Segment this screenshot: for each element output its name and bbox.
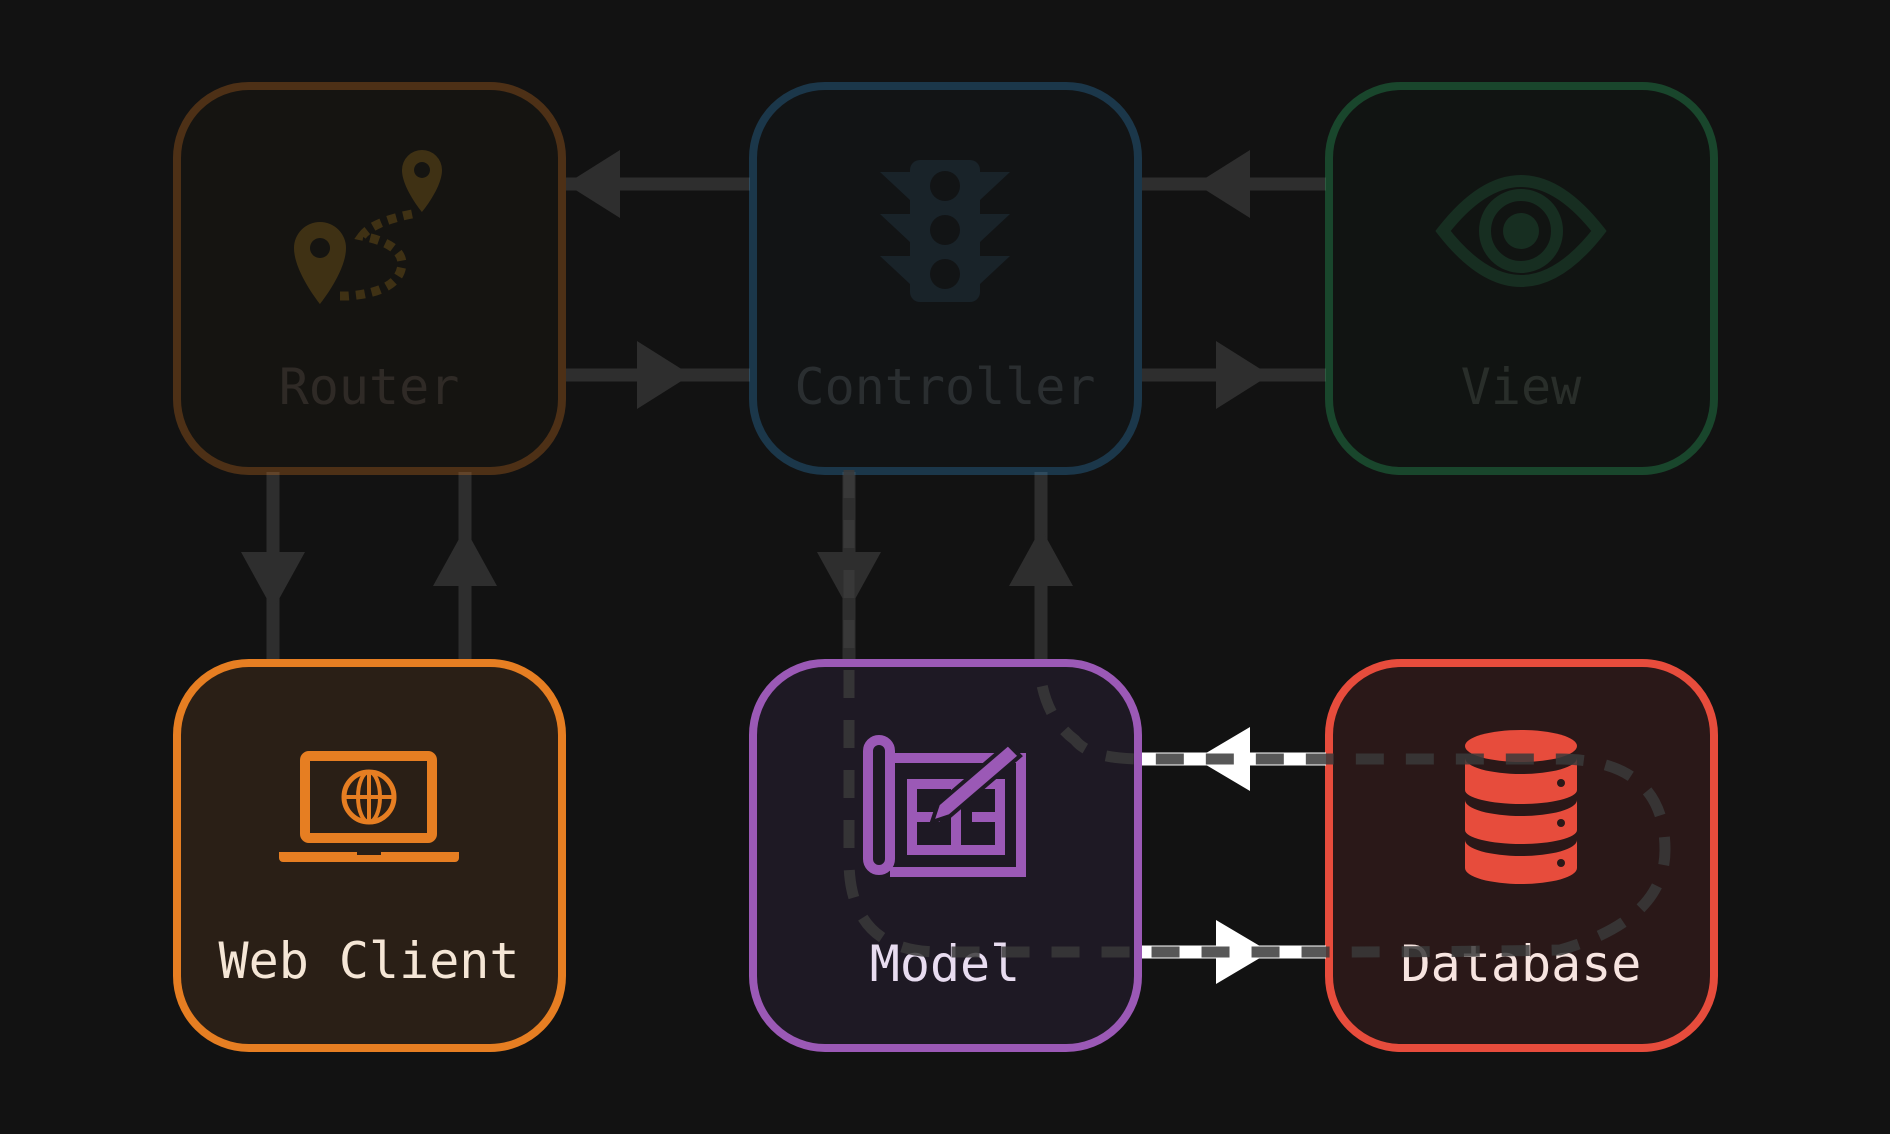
node-database[interactable]: Database bbox=[1325, 659, 1718, 1052]
node-controller[interactable]: Controller bbox=[749, 82, 1142, 475]
edge-model-to-controller bbox=[1009, 472, 1073, 660]
laptop-globe-icon bbox=[279, 751, 459, 862]
database-label: Database bbox=[1401, 935, 1642, 993]
node-model[interactable]: Model bbox=[749, 659, 1142, 1052]
model-label: Model bbox=[870, 935, 1021, 993]
view-label: View bbox=[1461, 358, 1582, 416]
map-route-icon bbox=[294, 150, 442, 304]
eye-icon bbox=[1435, 175, 1607, 287]
edge-view-to-controller bbox=[1142, 150, 1326, 218]
web-client-label: Web Client bbox=[218, 932, 519, 990]
edge-router-to-web-client bbox=[241, 472, 305, 660]
controller-label: Controller bbox=[794, 358, 1095, 416]
database-icon bbox=[1465, 730, 1577, 884]
blueprint-pencil-icon bbox=[863, 735, 1026, 877]
router-label: Router bbox=[279, 358, 460, 416]
edge-router-to-controller bbox=[566, 341, 750, 409]
node-view[interactable]: View bbox=[1325, 82, 1718, 475]
edge-web-client-to-router bbox=[433, 472, 497, 660]
active-edges-layer bbox=[843, 470, 1671, 984]
node-router[interactable]: Router bbox=[173, 82, 566, 475]
edge-controller-to-router bbox=[566, 150, 750, 218]
node-web-client[interactable]: Web Client bbox=[173, 659, 566, 1052]
edge-controller-to-view bbox=[1142, 341, 1326, 409]
request-flow-path bbox=[843, 470, 1671, 958]
traffic-light-icon bbox=[880, 160, 1010, 302]
